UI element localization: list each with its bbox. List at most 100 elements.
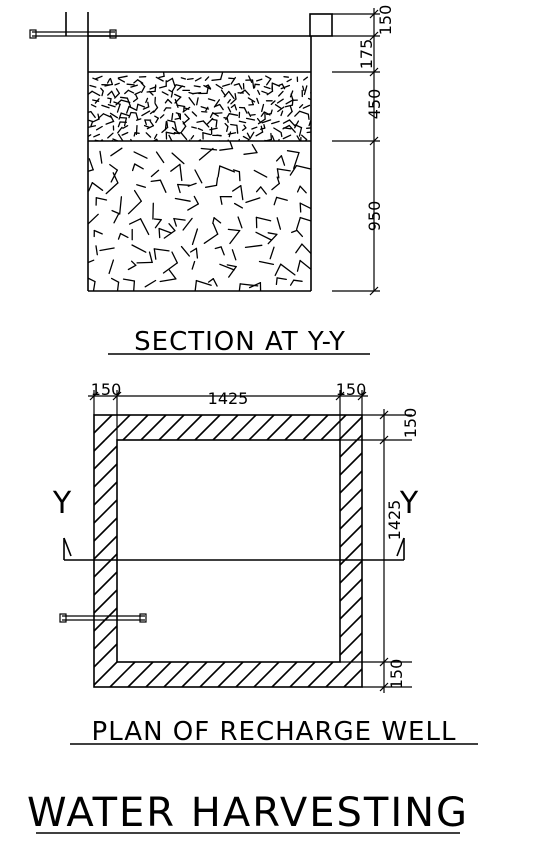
fine-aggregate-stroke [145,97,149,104]
fine-aggregate-stroke [256,97,260,104]
coarse-aggregate-stroke [275,196,288,201]
fine-aggregate-stroke [181,125,187,133]
fine-aggregate-stroke [119,96,129,99]
fine-aggregate-stroke [291,98,294,106]
fine-aggregate-stroke [171,77,176,87]
fine-aggregate-stroke [94,75,103,80]
coarse-aggregate-stroke [203,233,219,244]
fine-aggregate-stroke [97,113,100,120]
coarse-aggregate-stroke [170,163,181,172]
coarse-aggregate-stroke [128,218,142,225]
fine-aggregate-stroke [188,97,196,106]
fine-aggregate-stroke [288,119,296,127]
fine-aggregate-stroke [115,99,122,106]
coarse-aggregate-stroke [136,261,153,264]
coarse-aggregate-stroke [158,227,172,234]
coarse-aggregate-stroke [276,176,280,185]
fine-aggregate-stroke [107,90,113,96]
fine-aggregate-stroke [255,131,264,137]
section-dim-175: 175 [357,39,376,70]
coarse-aggregate-stroke [253,169,268,178]
wall-hatch-line [307,661,334,688]
fine-aggregate-stroke [301,134,308,141]
fine-aggregate-stroke [223,90,230,98]
fine-aggregate-stroke [105,120,115,125]
fine-aggregate-stroke [251,100,254,106]
fine-aggregate-stroke [303,85,308,96]
plan-section-line [63,537,405,561]
fine-aggregate-stroke [282,119,291,124]
coarse-aggregate-stroke [238,283,241,291]
fine-aggregate-stroke [291,142,298,143]
fine-aggregate-stroke [298,110,309,115]
wall-hatch-line [93,517,118,542]
coarse-aggregate-stroke [127,200,142,215]
fine-aggregate-stroke [215,119,218,128]
coarse-aggregate-stroke [232,185,242,192]
coarse-aggregate-stroke [267,232,278,236]
fine-aggregate-stroke [209,112,214,118]
fine-aggregate-stroke [222,83,231,87]
fine-aggregate-stroke [174,98,179,108]
fine-aggregate-stroke [250,113,256,116]
coarse-aggregate-stroke [295,243,303,254]
coarse-aggregate-stroke [117,232,122,240]
fine-aggregate-stroke [175,112,181,115]
fine-aggregate-stroke [117,126,123,134]
coarse-aggregate-stroke [220,246,225,256]
wall-hatch-line [339,596,363,620]
fine-aggregate-stroke [121,131,129,136]
fine-aggregate-stroke [130,111,137,114]
coarse-aggregate-stroke [227,228,241,232]
fine-aggregate-stroke [180,77,187,80]
coarse-aggregate-stroke [244,244,263,249]
coarse-aggregate-stroke [248,282,262,289]
fine-aggregate-stroke [243,124,247,129]
coarse-aggregate-stroke [299,259,311,271]
fine-aggregate-stroke [191,126,197,129]
plan-top-dimension-chain [88,390,368,440]
fine-aggregate-stroke [102,113,112,118]
fine-aggregate-stroke [283,76,290,78]
coarse-aggregate-stroke [162,262,178,274]
coarse-aggregate-stroke [168,223,176,232]
fine-aggregate-stroke [165,131,176,135]
fine-aggregate-stroke [132,97,139,103]
coarse-aggregate-stroke [109,163,118,171]
wall-hatch-line [93,445,118,470]
plan-walls [93,414,363,688]
coarse-aggregate-stroke [119,232,129,239]
fine-aggregate-stroke [223,117,228,119]
wall-hatch-line [320,414,347,441]
wall-hatch-line [284,414,311,441]
coarse-aggregate-stroke [182,217,193,231]
fine-aggregate-stroke [130,138,133,141]
fine-aggregate-stroke [114,82,120,86]
coarse-aggregate-stroke [168,269,177,280]
fine-aggregate-stroke [126,97,132,107]
wall-hatch-line [93,661,118,686]
fine-aggregate-stroke [214,103,221,108]
wall-hatch-line [253,661,280,688]
fine-aggregate-stroke [277,106,285,113]
fine-aggregate-stroke [253,83,256,89]
fine-aggregate-stroke [182,106,191,113]
coarse-aggregate-stroke [276,168,291,172]
fine-aggregate-stroke [154,102,159,109]
wall-hatch-line [339,439,358,458]
fine-aggregate-stroke [135,118,142,121]
coarse-aggregate-stroke [293,151,300,170]
coarse-aggregate-stroke [231,249,237,261]
wall-hatch-line [266,414,293,441]
fine-aggregate-stroke [185,140,187,141]
coarse-aggregate-stroke [119,196,123,215]
fine-aggregate-stroke [270,132,273,141]
coarse-aggregate-stroke [99,247,115,252]
coarse-aggregate-stroke [116,281,120,291]
fine-aggregate-stroke [302,104,311,109]
coarse-aggregate-stroke [110,147,123,157]
fine-aggregate-stroke [197,127,204,131]
fine-aggregate-stroke [270,109,273,115]
coarse-aggregate-stroke [255,231,273,241]
